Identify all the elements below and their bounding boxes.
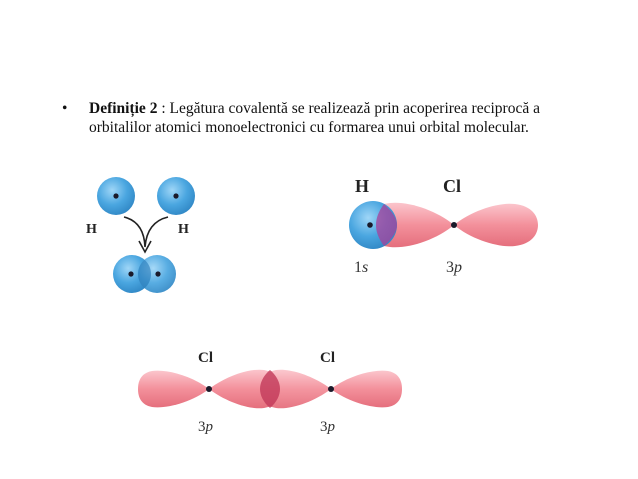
cl2-left-label: Cl — [198, 350, 213, 366]
cl2-right-outer-lobe — [331, 370, 402, 408]
hcl-cl-label: Cl — [443, 176, 461, 196]
cl-p-lobe-right — [454, 203, 538, 247]
hcl-h-nucleus — [367, 222, 373, 228]
definition-body: Legătura covalentă se realizează prin ac… — [89, 100, 540, 136]
h2-formation-figure: H H — [86, 177, 195, 293]
definition-separator: : — [157, 100, 170, 117]
definition-term: Definiție 2 — [89, 100, 158, 117]
cl2-right-label: Cl — [320, 350, 335, 366]
arrow-head-icon — [138, 240, 152, 254]
h-label-right: H — [178, 222, 189, 237]
bullet-marker: • — [62, 100, 68, 117]
h-nucleus-left — [113, 193, 119, 199]
hcl-3p-label: 3p — [446, 259, 462, 276]
cl2-left-outer-lobe — [138, 370, 209, 408]
h2-nucleus-right — [155, 271, 161, 277]
cl2-overlap-region — [260, 370, 280, 408]
cl2-left-3p-label: 3p — [198, 419, 214, 435]
hcl-1s-label: 1s — [354, 259, 368, 276]
cl2-right-inner-lobe — [260, 369, 331, 409]
cl2-right-nucleus — [328, 386, 334, 392]
cl2-overlap-figure: Cl Cl 3p 3p — [138, 350, 402, 435]
h2-nucleus-left — [128, 271, 134, 277]
hcl-cl-nucleus — [451, 222, 457, 228]
h-label-left: H — [86, 222, 97, 237]
hcl-overlap-region — [376, 204, 397, 246]
converging-arrow — [123, 216, 169, 248]
h-nucleus-right — [173, 193, 179, 199]
hcl-overlap-figure: H Cl 1s 3p — [349, 176, 538, 276]
cl2-right-3p-label: 3p — [320, 419, 336, 435]
hcl-h-label: H — [355, 176, 369, 196]
definition-text: Definiție 2 : Legătura covalentă se real… — [89, 99, 599, 137]
h2-overlap — [138, 259, 151, 289]
cl2-left-nucleus — [206, 386, 212, 392]
